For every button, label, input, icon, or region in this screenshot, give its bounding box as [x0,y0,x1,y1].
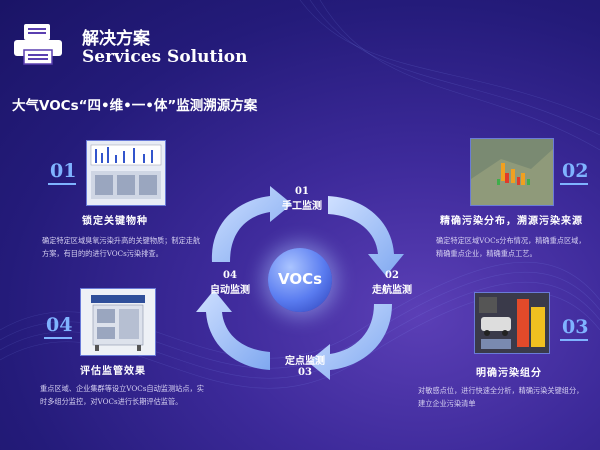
card-title-03: 明确污染组分 [476,368,542,379]
analysis-equipment-image [474,292,550,354]
cycle-step-number: 01 [295,186,309,197]
page-title-cn: 解决方案 [82,29,150,49]
printer-icon [14,24,62,65]
card-number-underline [560,339,588,341]
vocs-center-label: VOCs [277,270,323,288]
vocs-center-circle: VOCs [268,248,332,312]
card-number-underline [44,337,72,339]
card-desc-03: 对敏感点位，进行快速全分析，精确污染关键组分，建立企业污染清单 [418,386,584,408]
card-title-04: 评估监管效果 [80,366,146,377]
cycle-arrow-bottom-left [196,290,270,370]
page-title-en: Services Solution [82,47,248,67]
cycle-step-number: 02 [385,270,399,281]
card-desc-04: 重点区域、企业集群等设立VOCs自动监测站点，实时多组分监控，对VOCs进行长期… [40,384,204,406]
cycle-arrow-top-left [211,186,292,262]
card-number-03: 03 [562,316,589,338]
cycle-step-label: 定点监测 [285,356,325,367]
map-distribution-image [470,138,554,206]
card-number-underline [48,183,76,185]
card-desc-02: 确定特定区域VOCs分布情况，精确重点区域，精确重点企业，精确重点工艺。 [436,236,586,258]
cycle-step-01: 01 手工监测 [282,186,322,212]
cycle-step-03: 定点监测 03 [280,352,330,378]
card-number-underline [560,183,588,185]
section-subtitle: 大气VOCs“四•维•一•体”监测溯源方案 [12,98,258,114]
cycle-step-label: 手工监测 [282,201,322,212]
card-title-02: 精确污染分布，溯源污染来源 [440,216,583,227]
card-number-04: 04 [46,314,73,336]
cycle-step-number: 04 [223,270,237,281]
card-desc-01: 确定特定区域臭氧污染升高的关键物质；制定走航方案，有目的的进行VOCs污染排查。 [42,236,201,258]
cycle-step-label: 走航监测 [372,285,412,296]
card-number-02: 02 [562,160,589,182]
cycle-step-number: 03 [298,367,312,378]
card-title-01: 锁定关键物种 [82,216,148,227]
monitoring-station-image [80,288,156,356]
cycle-arrow-top-right [328,196,404,276]
card-number-01: 01 [50,160,77,182]
lab-instrument-image [86,140,166,206]
cycle-step-02: 02 走航监测 [366,270,418,296]
cycle-step-label: 自动监测 [210,285,250,296]
cycle-step-04: 04 自动监测 [204,270,256,296]
